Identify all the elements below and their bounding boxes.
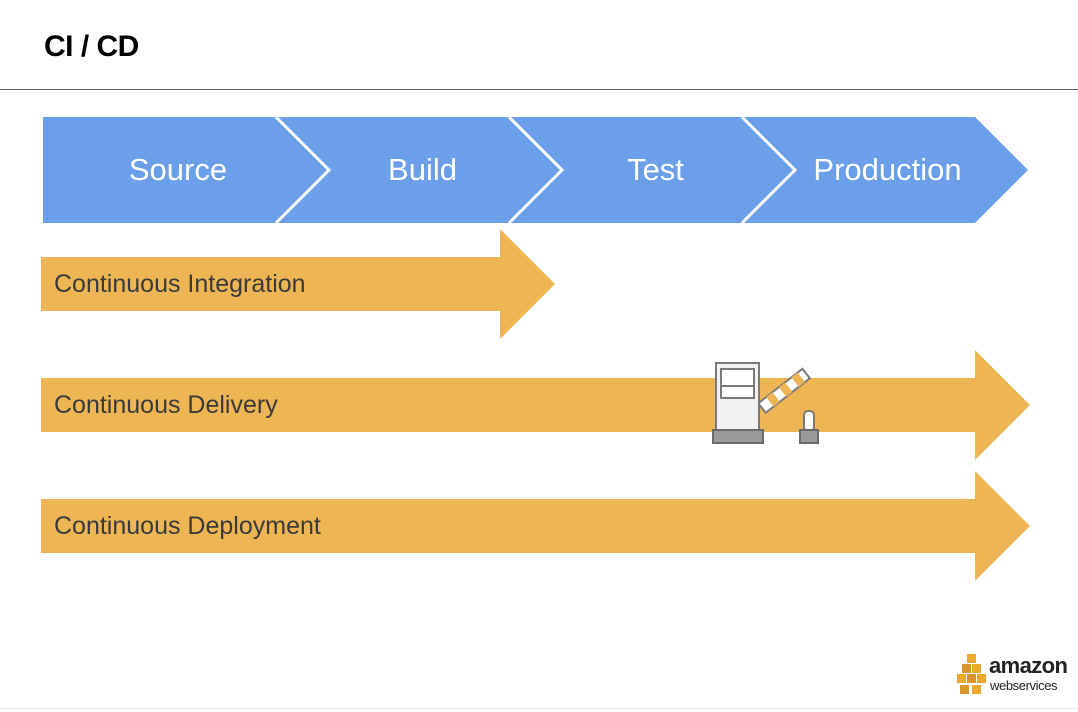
amazon-web-services-logo: amazon webservices	[955, 652, 1070, 698]
logo-wordmark-amazon: amazon	[989, 653, 1068, 678]
aws-cubes-icon	[957, 654, 986, 694]
gate-barrier-icon	[712, 362, 819, 444]
delivery-arrow-shape	[41, 350, 1030, 460]
stage-source-shape	[43, 117, 329, 223]
continuous-delivery-label: Continuous Delivery	[54, 391, 278, 419]
stage-test-label: Test	[627, 152, 684, 187]
stage-build-shape	[276, 117, 562, 223]
continuous-integration-label: Continuous Integration	[54, 270, 306, 298]
stage-separator	[740, 115, 798, 225]
logo-wordmark-webservices: webservices	[990, 678, 1058, 693]
page-title: CI / CD	[44, 30, 139, 63]
stage-separator	[274, 115, 332, 225]
stage-build-label: Build	[388, 152, 457, 187]
stage-test-shape	[509, 117, 795, 223]
continuous-deployment-label: Continuous Deployment	[54, 512, 321, 540]
bottom-divider	[0, 708, 1078, 709]
stage-production-label: Production	[813, 152, 962, 187]
stage-source-label: Source	[128, 152, 228, 187]
ci-arrow-shape	[41, 229, 555, 339]
title-divider	[0, 89, 1078, 90]
stage-separator	[507, 115, 565, 225]
stage-production-shape	[742, 117, 1028, 223]
deployment-arrow-shape	[41, 471, 1030, 581]
